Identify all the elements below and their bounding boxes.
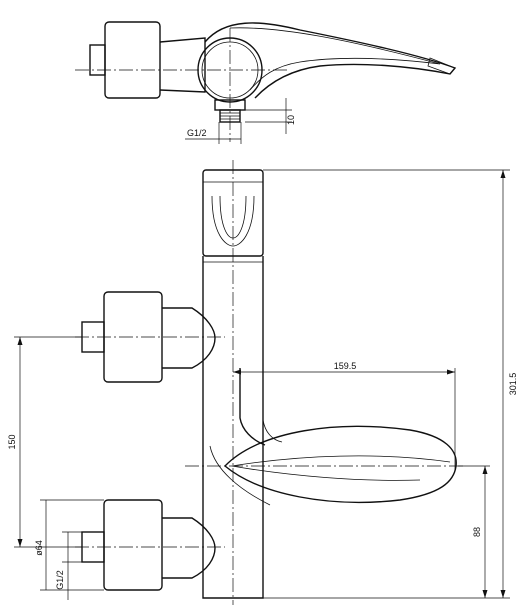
top-view: 10 G1/2 [75, 21, 457, 144]
front-lower-block [103, 499, 163, 591]
front-body-column [202, 256, 264, 599]
dim301-arrow-bottom [500, 590, 506, 598]
front-spout-neck-front [239, 368, 266, 446]
dim88-arrow-bottom [482, 590, 488, 598]
front-spout-lower-line [231, 465, 421, 481]
top-body-block [104, 21, 161, 99]
dim159-arrow-left [233, 369, 241, 375]
top-inlet-stub [89, 44, 106, 76]
top-lever-tip [427, 57, 456, 75]
dim-150-label: 150 [7, 434, 17, 449]
dim88-arrow-top [482, 466, 488, 474]
thread-label-side: G1/2 [55, 570, 65, 590]
top-lever-outer [204, 22, 457, 99]
dim-301-5-label: 301.5 [508, 373, 518, 396]
top-connector [159, 37, 206, 93]
front-spout-midline [231, 455, 451, 467]
dim-dia64-label: ø64 [34, 540, 44, 556]
dim-88-label: 88 [472, 527, 482, 537]
dim150-arrow-top [17, 337, 23, 345]
front-view: 159.5 301.5 88 150 ø64 G1/2 [7, 160, 518, 605]
front-upper-connector [162, 307, 216, 369]
dim-159-5-label: 159.5 [334, 361, 357, 371]
front-spout-underside [209, 445, 271, 506]
dim301-arrow-top [500, 170, 506, 178]
dim-10-label: 10 [286, 115, 296, 125]
front-spout-outline [223, 425, 457, 503]
dim150-arrow-bottom [17, 539, 23, 547]
thread-label-top: G1/2 [187, 128, 207, 138]
top-lever-inner [229, 27, 441, 91]
front-cartridge-u-outer [211, 195, 255, 247]
front-lower-connector [162, 517, 216, 579]
dim159-arrow-right [447, 369, 455, 375]
front-spout-neck-back [262, 419, 283, 443]
